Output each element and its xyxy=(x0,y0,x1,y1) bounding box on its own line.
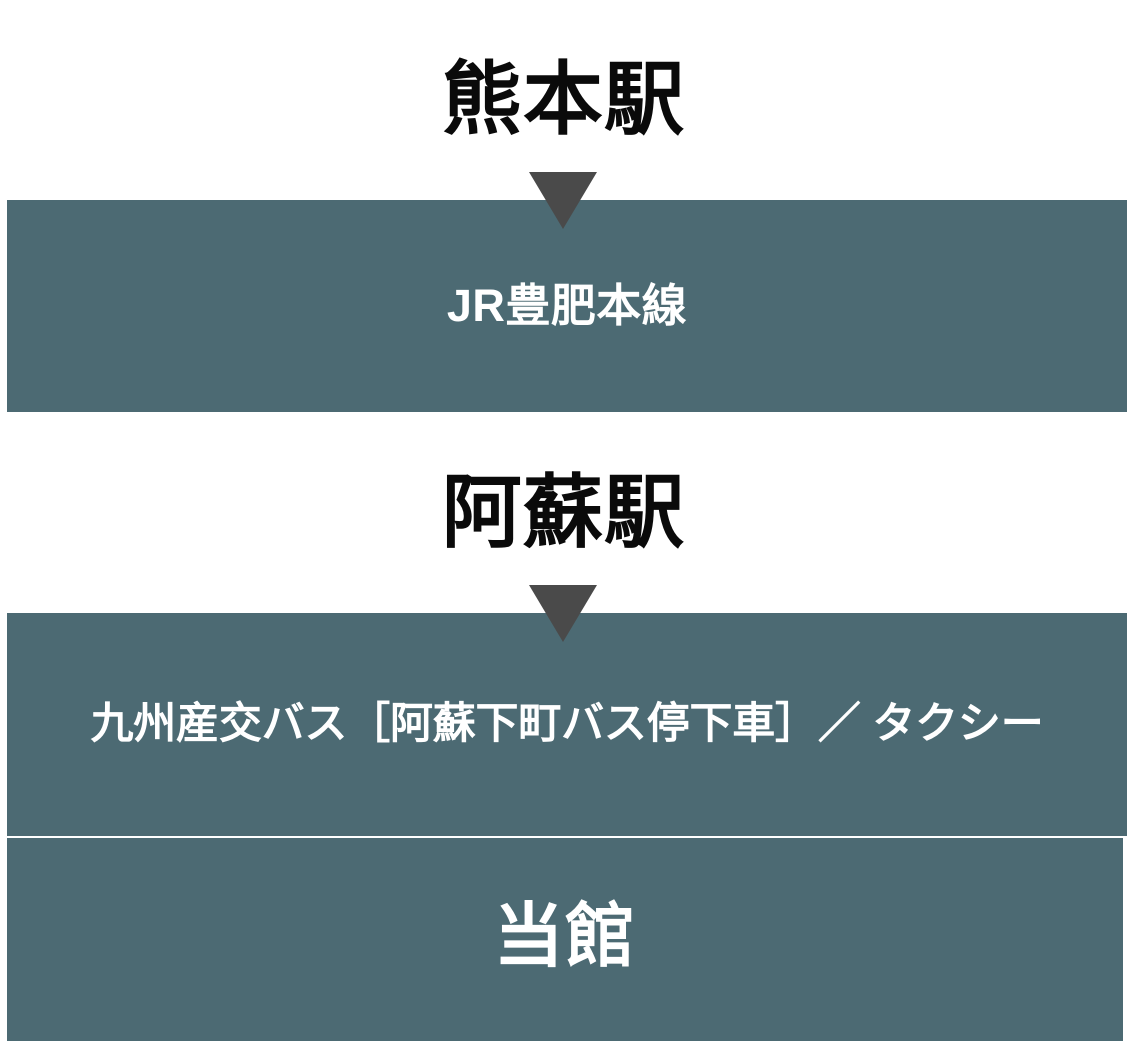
route-step-origin-station: 熊本駅 xyxy=(0,0,1127,200)
route-step-destination: 当館 xyxy=(5,836,1125,1041)
route-step-rail-leg: JR豊肥本線 xyxy=(7,200,1127,412)
arrow-down-icon xyxy=(529,585,597,642)
transfer-station-label: 阿蘇駅 xyxy=(441,467,686,557)
arrow-down-icon xyxy=(529,172,597,229)
route-step-transfer-station: 阿蘇駅 xyxy=(0,412,1127,613)
origin-station-label: 熊本駅 xyxy=(441,55,686,144)
bus-taxi-leg-label: 九州産交バス［阿蘇下町バス停下車］／ タクシー xyxy=(90,699,1044,748)
rail-leg-label: JR豊肥本線 xyxy=(446,280,688,332)
destination-label: 当館 xyxy=(493,896,637,975)
route-step-bus-taxi-leg: 九州産交バス［阿蘇下町バス停下車］／ タクシー xyxy=(7,613,1127,836)
